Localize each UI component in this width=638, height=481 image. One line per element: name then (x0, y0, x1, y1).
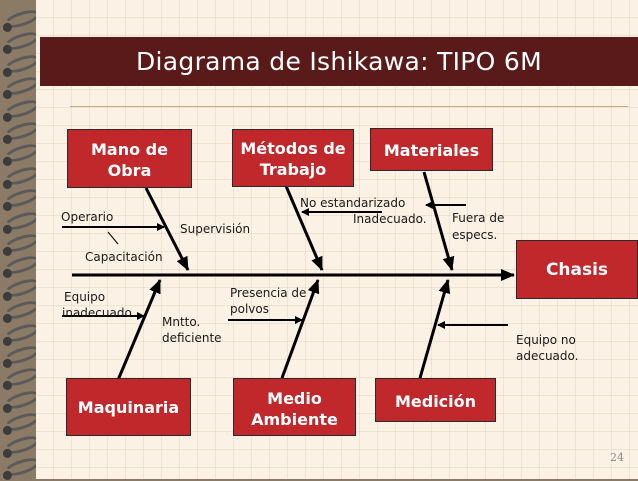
cause-fuera-de-especs-line2: especs. (452, 228, 498, 242)
cause-inadecuado: Inadecuado. (353, 212, 427, 226)
cause-presencia-de-polvos-line1: Presencia de (230, 286, 307, 300)
cause-capacitacion: Capacitación (85, 250, 163, 264)
cause-presencia-de-polvos-line2: polvos (230, 302, 269, 316)
category-medio-ambiente: Medio Ambiente (233, 378, 356, 436)
slide-title: Diagrama de Ishikawa: TIPO 6M (135, 47, 542, 76)
category-medio-ambiente-line2: Ambiente (251, 410, 338, 429)
bone-materiales (422, 171, 455, 271)
cause-equipo-no-adecuado-line2: adecuado. (516, 349, 579, 363)
category-medicion-label: Medición (394, 392, 477, 411)
cause-equipo-inadecuado-line1: Equipo (64, 290, 106, 304)
category-medicion: Medición (375, 378, 496, 422)
cause-no-estandarizado: No estandarizado (300, 196, 406, 210)
category-metodos-line1: Métodos de (240, 139, 346, 158)
cause-equipo-no-adecuado-line1: Equipo no (516, 333, 576, 347)
cause-mntto-deficiente-line1: Mntto. (162, 315, 201, 329)
cause-operario: Operario (61, 210, 114, 224)
cause-equipo-inadecuado-line2: inadecuado (62, 306, 132, 320)
divider-line (70, 106, 628, 107)
category-materiales: Materiales (370, 128, 493, 171)
effect-label: Chasis (545, 260, 609, 280)
bone-medicion (418, 279, 451, 379)
effect-chasis: Chasis (516, 240, 638, 299)
category-mano-de-obra: Mano de Obra (67, 129, 192, 188)
category-metodos-de-trabajo: Métodos de Trabajo (232, 129, 354, 187)
bone-maquinaria (116, 279, 162, 381)
category-metodos-line2: Trabajo (259, 160, 327, 179)
cause-supervision: Supervisión (180, 222, 251, 236)
category-maquinaria: Maquinaria (66, 378, 191, 436)
page-number: 24 (610, 451, 624, 464)
cause-fuera-de-especs-line1: Fuera de (452, 211, 505, 225)
category-maquinaria-label: Maquinaria (77, 398, 180, 417)
category-mano-de-obra-line2: Obra (107, 161, 152, 180)
category-medio-ambiente-line1: Medio (267, 389, 322, 408)
bone-medio-ambiente (280, 279, 320, 379)
bone-metodos (284, 185, 324, 271)
title-bar: Diagrama de Ishikawa: TIPO 6M (40, 37, 638, 86)
arrow-capacitacion (107, 231, 119, 245)
category-mano-de-obra-line1: Mano de (91, 140, 168, 159)
bone-mano-de-obra (144, 187, 190, 271)
cause-mntto-deficiente-line2: deficiente (162, 331, 222, 345)
category-materiales-label: Materiales (383, 141, 480, 160)
